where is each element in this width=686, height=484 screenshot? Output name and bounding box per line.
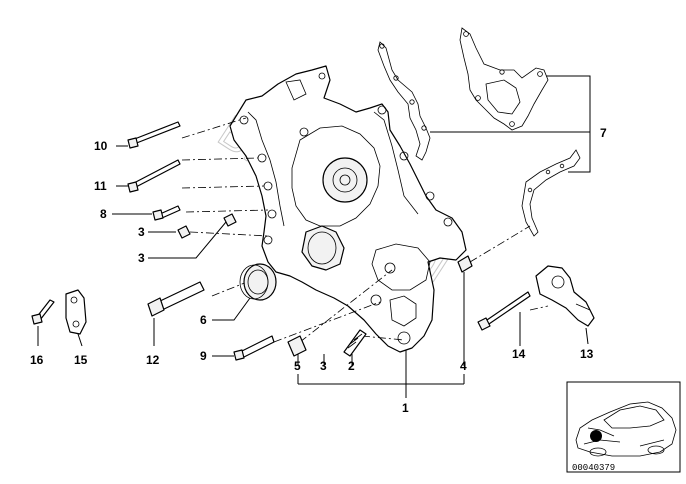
vehicle-thumbnail: 00040379 [566,381,681,473]
timing-case-cover [229,65,467,353]
location-marker-icon [590,430,602,442]
dowel-3b [223,213,237,227]
bracket-13 [535,265,595,327]
bolt-12 [147,281,205,317]
gasket-upper-left [377,41,431,161]
callout-9: 9 [200,349,207,363]
gasket-upper-right [459,27,549,131]
callout-7: 7 [600,126,607,140]
callout-13: 13 [580,347,594,361]
callout-6: 6 [200,313,207,327]
callout-3-b: 3 [138,251,145,265]
callout-10: 10 [94,139,108,153]
callout-3-c: 3 [320,359,327,373]
car-silhouette-icon [575,401,677,457]
dowel-4 [457,255,473,273]
bolt-11 [127,159,181,193]
gasket-lower-strip [521,149,581,237]
dowel-3a [177,225,191,239]
bolt-9 [233,335,275,361]
bolt-10 [127,121,181,149]
callout-8: 8 [100,207,107,221]
callout-12: 12 [146,353,160,367]
dowel-5 [287,335,307,357]
image-code: 00040379 [572,463,615,473]
bracket-15 [65,289,87,335]
callout-2: 2 [348,359,355,373]
callout-15: 15 [74,353,88,367]
callout-3-a: 3 [138,225,145,239]
callout-4: 4 [460,359,467,373]
callout-5: 5 [294,359,301,373]
callout-14: 14 [512,347,526,361]
callout-16: 16 [30,353,44,367]
bolt-16 [31,299,55,325]
shaft-seal-6 [239,263,277,301]
bolt-14 [477,291,531,331]
bolt-8 [152,205,181,221]
callout-1: 1 [402,401,409,415]
callout-11: 11 [94,179,107,193]
stud-2 [343,329,367,357]
